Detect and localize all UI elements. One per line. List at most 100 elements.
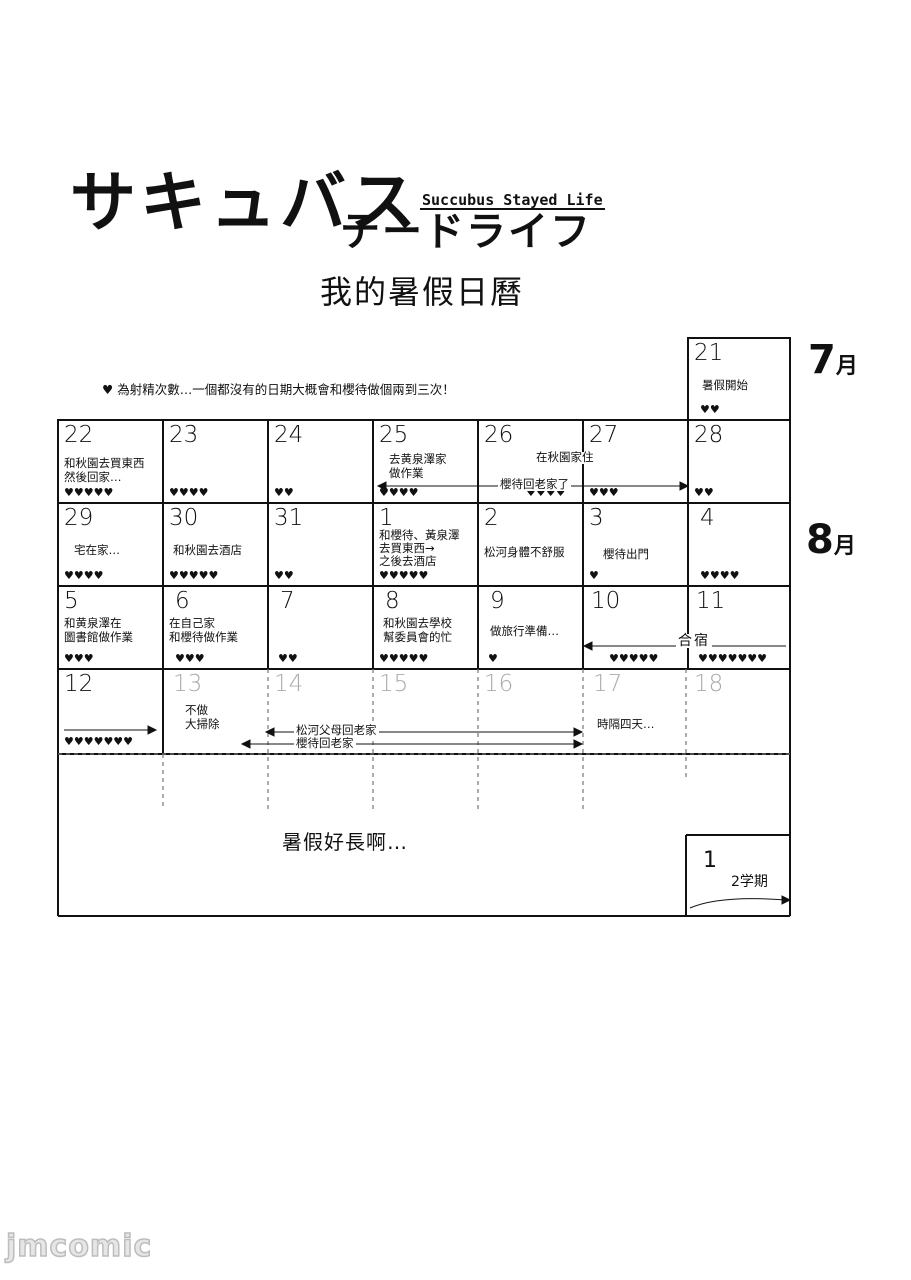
span-label-autumn-home: 在秋園家住 [534,450,596,464]
day-number: 8 [385,588,400,614]
day-number: 26 [484,422,514,448]
calendar-day: 6 在自己家 和櫻待做作業 ♥♥♥ [163,586,268,669]
calendar-day: 25 去黄泉澤家 做作業 ♥♥♥♥ [373,420,478,503]
day-note: 做旅行準備… [490,624,559,638]
calendar-day: 29 宅在家… ♥♥♥♥ [58,503,163,586]
day-number: 1 [379,505,394,531]
calendar-day: 5 和黄泉澤在 圖書館做作業 ♥♥♥ [58,586,163,669]
calendar-day: 14 [268,669,373,754]
day-hearts: ♥♥♥♥♥♥♥ [698,652,768,665]
day-hearts: ♥♥♥♥ [64,569,104,582]
span-label-sakura-home-2: 櫻待回老家 [294,736,356,750]
logo-title-line2: テードライフ [340,209,592,255]
day-number: 24 [274,422,304,448]
day-note: 和秋園去酒店 [173,543,242,557]
calendar-day: 1 和櫻待、黃泉澤 去買東西→ 之後去酒店 ♥♥♥♥♥ [373,503,478,586]
calendar-day: 28 ♥♥ [688,420,790,503]
day-number: 11 [696,588,726,614]
day-number: 13 [173,671,203,697]
day-number: 22 [64,422,94,448]
logo-title-line1: サキュバス [70,164,420,241]
day-hearts: ♥♥ [700,403,720,416]
day-number: 16 [484,671,514,697]
day-note: 櫻待出門 [603,547,649,561]
day-hearts: ♥♥♥♥♥ [169,569,219,582]
day-number: 18 [694,671,724,697]
day-hearts: ♥♥♥♥ [169,486,209,499]
day-hearts: ♥♥♥♥♥♥♥ [64,735,134,748]
day-note: 在自己家 和櫻待做作業 [169,616,238,644]
day-note: 和秋園去買東西 然後回家… [64,456,145,484]
day-note: 和秋園去學校 幫委員會的忙 [383,616,452,644]
calendar-day: 18 [688,669,790,754]
month-label-july: 7月 [808,337,858,383]
day-hearts: ♥♥♥ [64,652,94,665]
day-hearts: ♥♥ [274,486,294,499]
day-number: 27 [589,422,619,448]
day-number: 28 [694,422,724,448]
summer-long-note: 暑假好長啊… [282,830,408,854]
day-note: 時隔四天… [597,717,655,731]
calendar-day: 7 ♥♥ [268,586,373,669]
calendar-day: 8 和秋園去學校 幫委員會的忙 ♥♥♥♥♥ [373,586,478,669]
day-note: 不做 大掃除 [185,703,220,731]
calendar-day: 30 和秋園去酒店 ♥♥♥♥♥ [163,503,268,586]
day-number: 15 [379,671,409,697]
day-hearts: ♥♥♥♥♥ [379,652,429,665]
heart-icon: ♥ [102,382,114,397]
watermark-logo: jmcomic [5,1229,153,1264]
day-hearts: ♥♥♥♥♥ [379,569,429,582]
day-number: 29 [64,505,94,531]
day-note: 宅在家… [74,543,120,557]
semester-start-day: 1 [703,848,717,873]
calendar-day: 27 ♥♥♥ [583,420,688,503]
day-number: 10 [591,588,621,614]
day-note: 暑假開始 [702,378,748,392]
day-number: 31 [274,505,304,531]
day-hearts: ♥♥♥♥♥ [609,652,659,665]
calendar-day: 13 不做 大掃除 [163,669,268,754]
day-number: 9 [490,588,505,614]
day-note: 和黄泉澤在 圖書館做作業 [64,616,133,644]
day-number: 12 [64,671,94,697]
day-number: 25 [379,422,409,448]
semester-label: 2学期 [731,874,768,890]
calendar-day: 24 ♥♥ [268,420,373,503]
month-label-august: 8月 [806,517,856,563]
day-number: 3 [589,505,604,531]
calendar-day: 4 ♥♥♥♥ [688,503,790,586]
day-number: 5 [64,588,79,614]
day-number: 17 [593,671,623,697]
day-hearts: ♥♥♥♥♥ [64,486,114,499]
day-number: 2 [484,505,499,531]
day-number: 30 [169,505,199,531]
day-hearts: ♥ [488,652,498,665]
calendar-day: 15 [373,669,478,754]
calendar-day: 11 ♥♥♥♥♥♥♥ [688,586,790,669]
day-hearts: ♥♥♥♥ [526,486,566,499]
calendar-day: 23 ♥♥♥♥ [163,420,268,503]
calendar-day: 9 做旅行準備… ♥ [478,586,583,669]
legend: ♥ 為射精次數…一個都沒有的日期大概會和櫻待做個兩到三次！ [102,382,455,397]
calendar-day: 2 松河身體不舒服 [478,503,583,586]
day-hearts: ♥♥♥ [589,486,619,499]
day-hearts: ♥♥ [694,486,714,499]
logo-english: Succubus Stayed Life [420,191,605,210]
day-note: 松河身體不舒服 [484,545,565,559]
span-label-camp: 合宿 [676,633,712,649]
day-hearts: ♥♥ [278,652,298,665]
page-title: 我的暑假日曆 [320,273,525,311]
day-hearts: ♥♥♥ [175,652,205,665]
day-note: 和櫻待、黃泉澤 去買東西→ 之後去酒店 [379,528,460,568]
day-number: 21 [694,340,724,366]
calendar-day: 12 ♥♥♥♥♥♥♥ [58,669,163,754]
calendar-day-21: 21 暑假開始 ♥♥ [688,338,790,420]
calendar-day: 10 ♥♥♥♥♥ [583,586,688,669]
day-hearts: ♥♥♥♥ [700,569,740,582]
span-label-matsukawa-home: 松河父母回老家 [294,723,379,737]
span-label-sakura-home: 櫻待回老家了 [498,477,571,491]
legend-text: 為射精次數…一個都沒有的日期大概會和櫻待做個兩到三次！ [117,382,455,397]
calendar-day: 22 和秋園去買東西 然後回家… ♥♥♥♥♥ [58,420,163,503]
calendar-day: 3 櫻待出門 ♥ [583,503,688,586]
